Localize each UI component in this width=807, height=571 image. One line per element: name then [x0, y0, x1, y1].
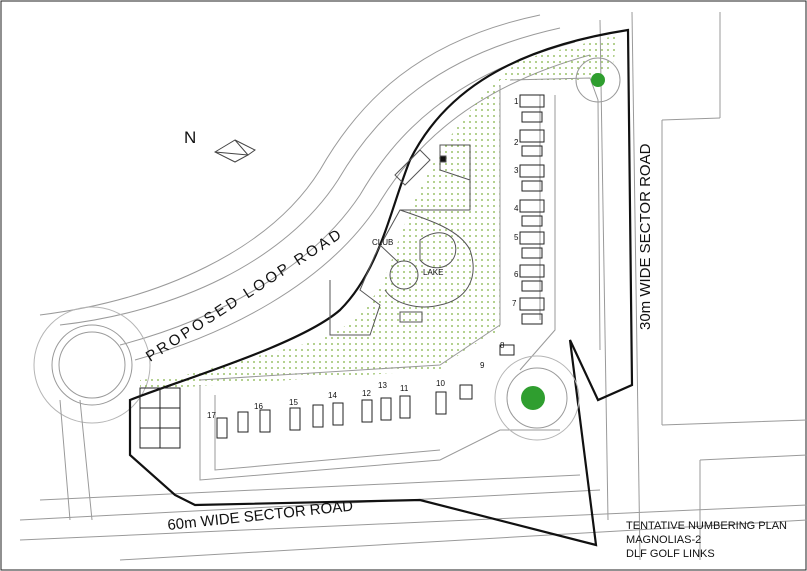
north-label: N — [184, 128, 196, 147]
plot-number: 2 — [514, 138, 519, 147]
roundabout-green-top — [591, 73, 605, 87]
plot-number: 6 — [514, 270, 519, 279]
plot-blocks-right — [519, 94, 545, 325]
plot-numbers: 1 2 3 4 5 6 7 8 9 10 11 12 13 14 15 16 1… — [207, 97, 519, 420]
club-label: CLUB — [372, 238, 393, 247]
plot-number: 4 — [514, 204, 519, 213]
internal-roads — [199, 57, 621, 481]
plot-number: 11 — [400, 384, 409, 393]
plot-number: 10 — [436, 379, 445, 388]
lake-label: LAKE — [423, 268, 443, 277]
plot-number: 13 — [378, 381, 387, 390]
plot-number: 5 — [514, 233, 519, 242]
plot-blocks-bottom — [216, 344, 515, 439]
plot-number: 8 — [500, 341, 505, 350]
club-lake-area — [329, 144, 474, 336]
plot-number: 1 — [514, 97, 519, 106]
plot-number: 9 — [480, 361, 485, 370]
plot-number: 16 — [254, 402, 263, 411]
green-open-space — [140, 35, 618, 390]
title-line-1: TENTATIVE NUMBERING PLAN — [626, 520, 787, 532]
title-block: TENTATIVE NUMBERING PLAN MAGNOLIAS-2 DLF… — [626, 519, 787, 561]
road-30m-label: 30m WIDE SECTOR ROAD — [637, 143, 654, 330]
plot-number: 17 — [207, 411, 216, 420]
roundabout-green-bottom — [521, 386, 545, 410]
title-line-2: MAGNOLIAS-2 — [626, 534, 702, 546]
plot-number: 14 — [328, 391, 337, 400]
north-arrow-icon — [213, 139, 256, 163]
tennis-courts — [139, 387, 181, 449]
plot-number: 7 — [512, 299, 517, 308]
plot-number: 12 — [362, 389, 371, 398]
plot-number: 15 — [289, 398, 298, 407]
plot-number: 3 — [514, 166, 519, 175]
title-line-3: DLF GOLF LINKS — [626, 548, 715, 560]
